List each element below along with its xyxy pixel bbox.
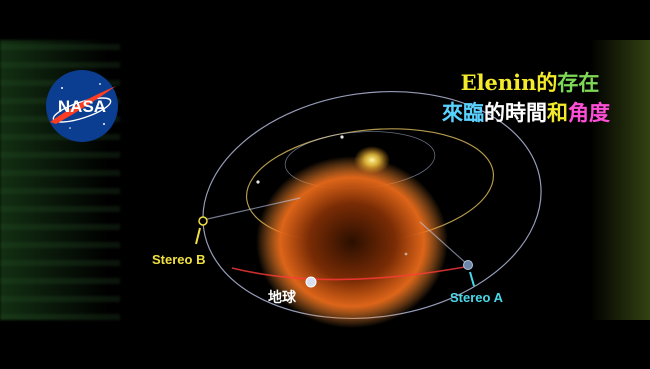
title-arrival: 來臨: [442, 100, 484, 125]
stereo-a-label: Stereo A: [450, 290, 503, 305]
stereo-a-marker: [463, 260, 473, 270]
stereo-a-pointer: [469, 271, 475, 287]
title-angle: 角度: [568, 100, 610, 125]
stereo-b-marker: [198, 216, 208, 226]
right-background-glow: [580, 40, 650, 320]
title-time: 的時間: [484, 100, 547, 125]
planet-dot: [404, 252, 408, 256]
nasa-logo: NASA: [42, 66, 122, 146]
earth-label: 地球: [268, 289, 296, 305]
title-and: 和: [547, 100, 568, 125]
sun-glow: [256, 156, 448, 328]
earth-orbit: [231, 265, 471, 281]
sun-core: [354, 146, 390, 174]
nasa-logo-text: NASA: [58, 97, 106, 116]
stereo-a-sight-line: [419, 221, 469, 266]
title-de: 的: [536, 70, 558, 95]
title-elenin: Elenin: [460, 70, 537, 95]
nasa-meatball-icon: NASA: [46, 70, 118, 142]
title-line-2: 來臨的時間和角度: [412, 98, 640, 128]
stereo-b-sight-line: [202, 197, 301, 221]
title: Elenin的存在 來臨的時間和角度: [420, 68, 640, 128]
title-line-1: Elenin的存在: [461, 70, 600, 95]
earth-marker: [305, 276, 317, 288]
stereo-b-label: Stereo B: [152, 252, 206, 267]
planet-dot: [256, 180, 260, 184]
stereo-b-pointer: [195, 227, 201, 245]
planet-dot: [340, 135, 344, 139]
title-exist: 存在: [557, 70, 600, 95]
